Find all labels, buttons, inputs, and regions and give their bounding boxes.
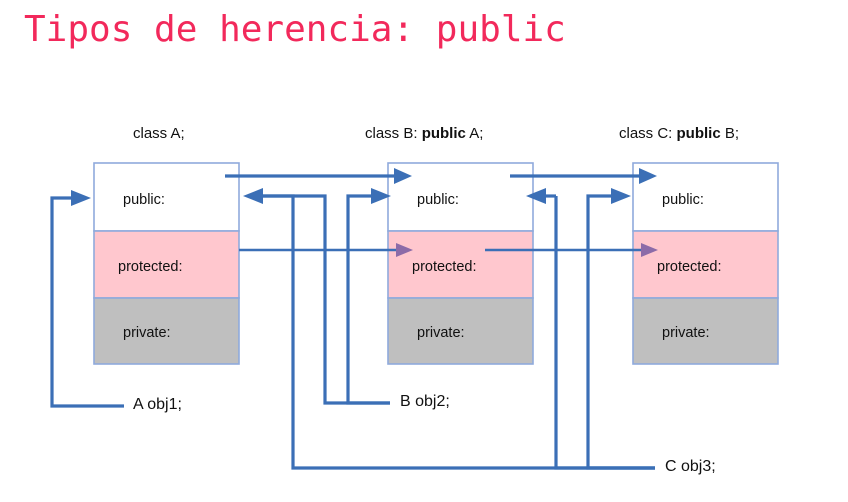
- object-connector-obj3: [262, 188, 655, 470]
- class-b-label-public: public:: [417, 192, 459, 208]
- obj2-arrowhead-to-b: [371, 188, 391, 204]
- class-header-a-plain: class A;: [133, 125, 185, 142]
- class-b-label-private: private:: [417, 325, 465, 341]
- class-c-label-private: private:: [662, 325, 710, 341]
- object-connector-obj2: [243, 188, 391, 405]
- class-header-a: class A;: [133, 125, 185, 142]
- class-a-section-private: [93, 297, 240, 365]
- class-c-section-public: [632, 162, 779, 232]
- obj1-connector-path: [50, 196, 124, 408]
- class-c-label-public: public:: [662, 192, 704, 208]
- class-b-section-protected: [387, 230, 534, 299]
- class-box-c: public: protected: private:: [632, 162, 779, 365]
- object-connector-obj1: [50, 190, 124, 408]
- class-header-b-plain-before: class B:: [365, 125, 422, 142]
- class-b-section-private: [387, 297, 534, 365]
- class-header-b-bold: public: [422, 125, 466, 142]
- protected-arrowhead-a-to-b: [396, 243, 413, 257]
- class-b-section-public: [387, 162, 534, 232]
- class-header-c-bold: public: [677, 125, 721, 142]
- obj2-arrowhead-to-a: [243, 188, 263, 204]
- page-title: Tipos de herencia: public: [24, 9, 566, 50]
- obj3-arrowhead-to-b: [526, 188, 546, 204]
- class-header-c: class C: public B;: [619, 125, 739, 142]
- class-box-a: public: protected: private:: [93, 162, 240, 365]
- class-header-b-plain-after: A;: [466, 125, 484, 142]
- obj1-arrowhead: [71, 190, 91, 206]
- class-a-label-public: public:: [123, 192, 165, 208]
- class-header-b: class B: public A;: [365, 125, 483, 142]
- object-label-obj2: B obj2;: [400, 393, 450, 410]
- inherit-arrowhead-b-to-c: [639, 168, 657, 184]
- class-c-section-private: [632, 297, 779, 365]
- inherit-arrowhead-a-to-b: [394, 168, 412, 184]
- class-header-c-plain-before: class C:: [619, 125, 677, 142]
- class-b-label-protected: protected:: [412, 259, 477, 275]
- obj3-arrowhead-to-c: [611, 188, 631, 204]
- obj2-connector-path-to-b: [346, 194, 390, 405]
- object-label-obj3: C obj3;: [665, 458, 716, 475]
- class-a-label-private: private:: [123, 325, 171, 341]
- class-c-label-protected: protected:: [657, 259, 722, 275]
- object-label-obj1: A obj1;: [133, 396, 182, 413]
- obj3-connector-path-to-a: [262, 194, 655, 470]
- class-a-section-public: [93, 162, 240, 232]
- class-box-b: public: protected: private:: [387, 162, 534, 365]
- class-header-c-plain-after: B;: [721, 125, 739, 142]
- class-a-section-protected: [93, 230, 240, 299]
- obj2-connector-path-to-a: [262, 194, 390, 405]
- obj3-connector-path-to-c: [586, 194, 655, 470]
- class-a-label-protected: protected:: [118, 259, 183, 275]
- protected-arrowhead-b-to-c: [641, 243, 658, 257]
